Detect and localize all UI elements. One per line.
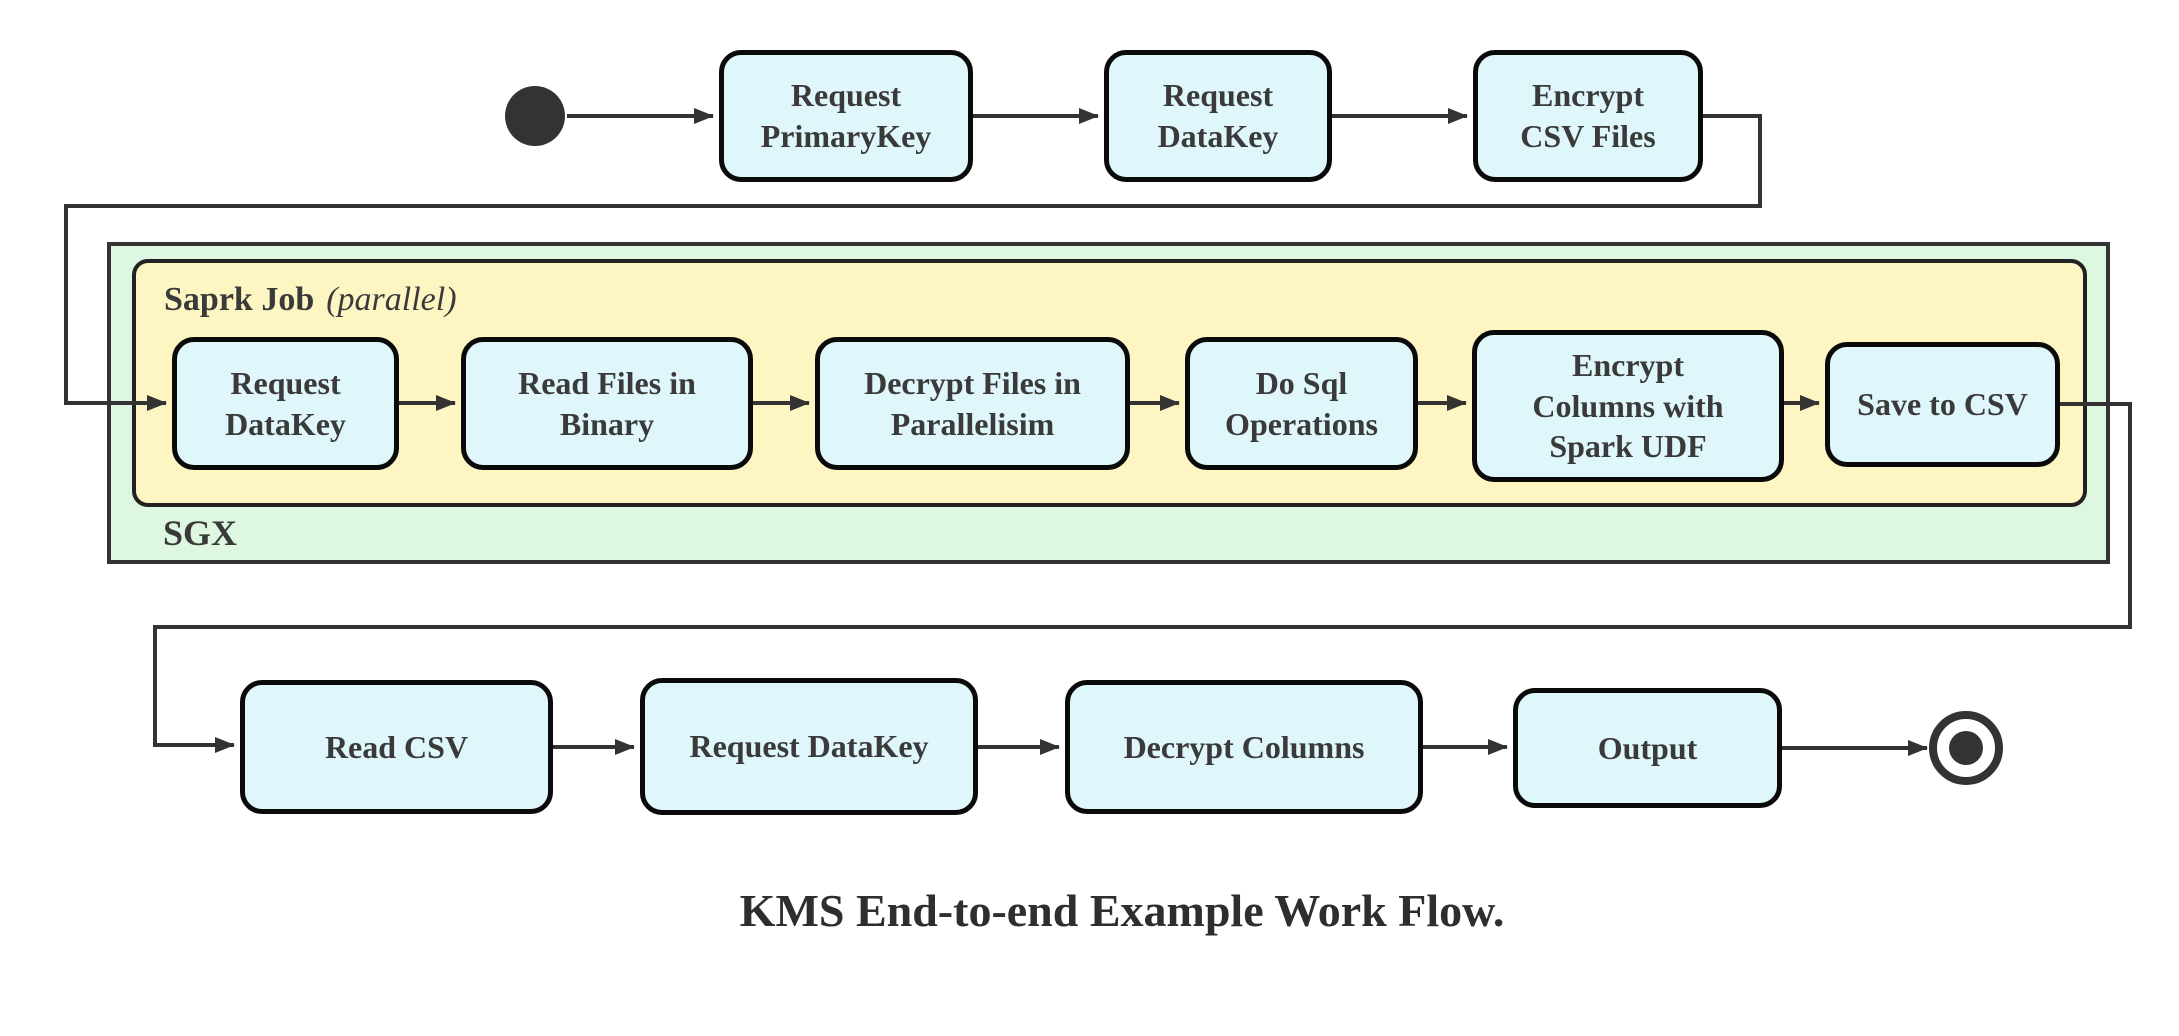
node-output: Output [1513, 688, 1782, 808]
edge-group [64, 108, 2132, 756]
spark-job-label-bold: Saprk Job [164, 281, 315, 318]
node-decrypt-columns: Decrypt Columns [1065, 680, 1423, 814]
edge-encrypt-csv-files-to-request-datakey-spark [64, 114, 1762, 411]
spark-job-label-italic: (parallel) [326, 281, 457, 318]
node-request-datakey-bottom: Request DataKey [640, 678, 978, 815]
node-read-files-in-binary: Read Files in Binary [461, 337, 753, 470]
diagram-title: KMS End-to-end Example Work Flow. [739, 885, 1505, 936]
node-read-csv: Read CSV [240, 680, 553, 814]
node-save-to-csv: Save to CSV [1825, 342, 2060, 467]
terminal-group [505, 86, 2003, 785]
edge-save-to-csv-to-read-csv [153, 402, 2132, 753]
end-state-inner-dot-icon [1949, 731, 1983, 765]
node-encrypt-columns-with-spark-udf: Encrypt Columns with Spark UDF [1472, 330, 1784, 482]
sgx-label: SGX [163, 513, 238, 553]
node-request-datakey-top: Request DataKey [1104, 50, 1332, 182]
node-request-primarykey: Request PrimaryKey [719, 50, 973, 182]
node-do-sql-operations: Do Sql Operations [1185, 337, 1418, 470]
start-state-icon [505, 86, 565, 146]
spark-job-label: Saprk Job (parallel) [164, 281, 457, 319]
node-encrypt-csv-files: Encrypt CSV Files [1473, 50, 1703, 182]
node-decrypt-files-in-parallelisim: Decrypt Files in Parallelisim [815, 337, 1130, 470]
node-request-datakey-spark: Request DataKey [172, 337, 399, 470]
